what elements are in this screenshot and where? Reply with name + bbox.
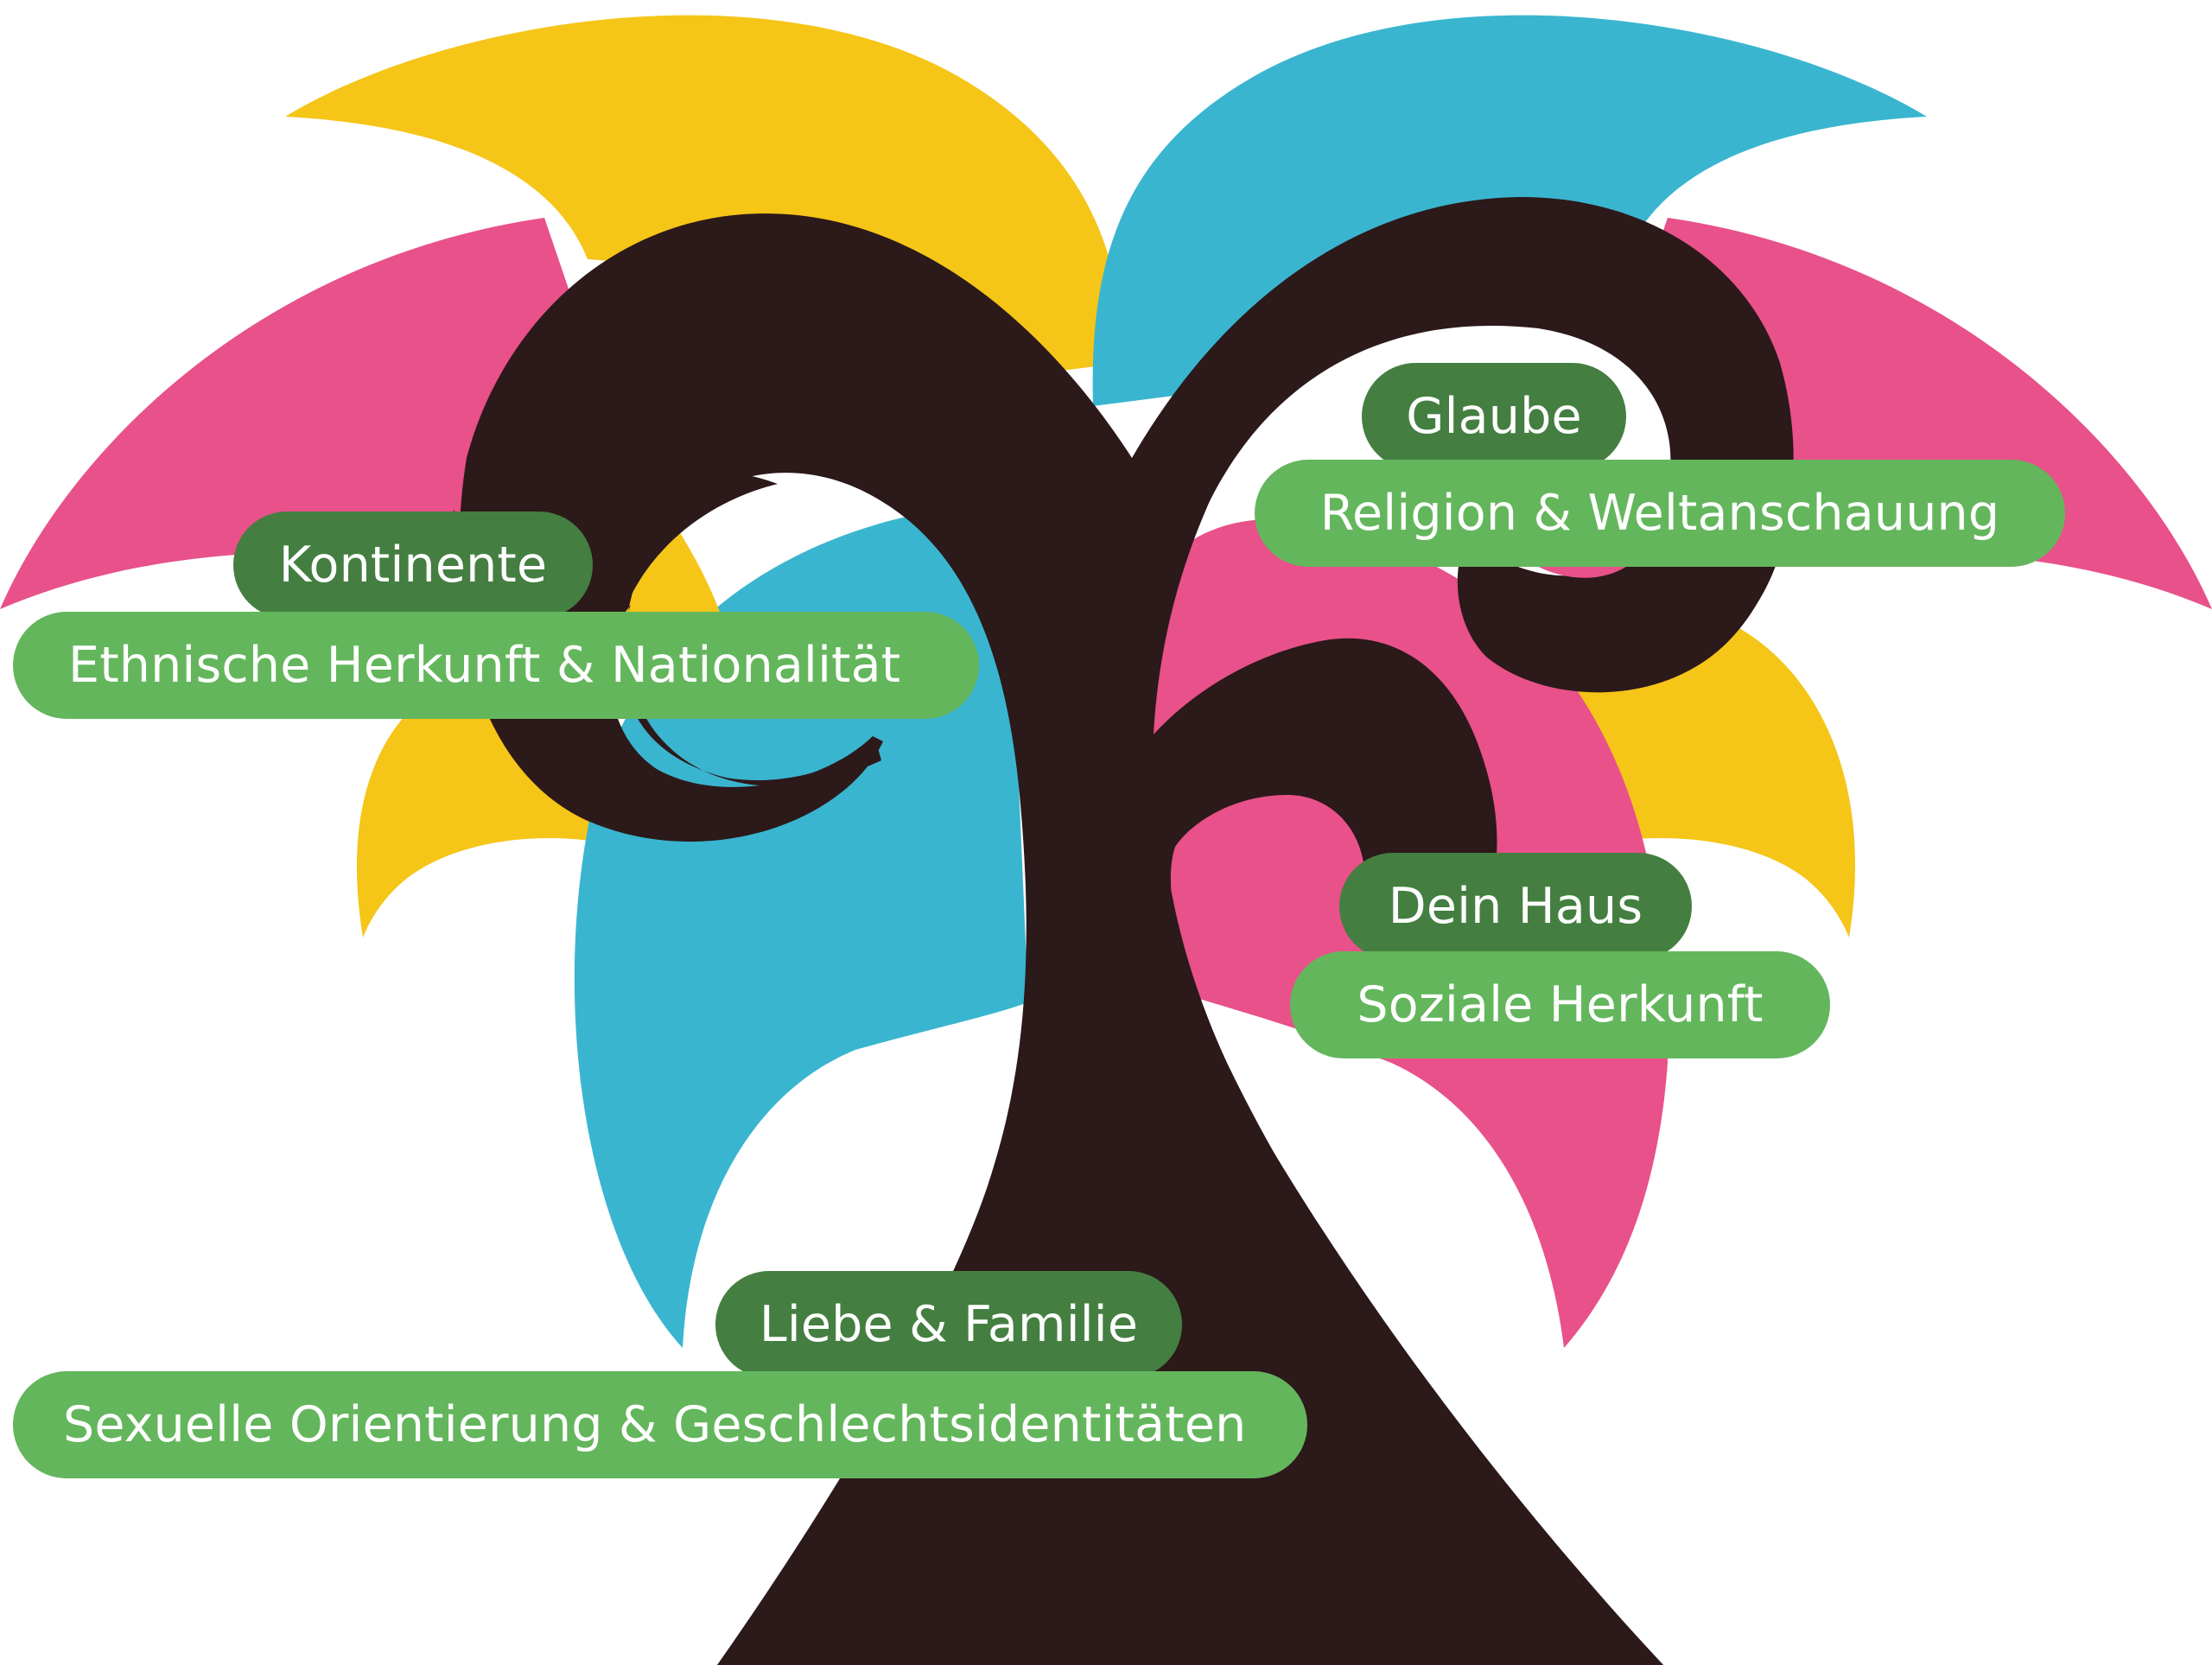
leaf-yellow-right (1573, 622, 1856, 937)
label-dein-haus: Dein Haus (1339, 853, 1692, 960)
label-sexuelle-orientierung: Sexuelle Orientierung & Geschlechtsident… (13, 1371, 1307, 1478)
leaf-blue-center (574, 510, 1028, 1348)
label-soziale-herkunft: Soziale Herkunft (1290, 951, 1830, 1058)
label-glaube: Glaube (1362, 363, 1626, 470)
label-religion: Religion & Weltanschauung (1255, 460, 2065, 567)
branch-right-curl (1465, 276, 1790, 690)
label-liebe-familie: Liebe & Familie (715, 1271, 1182, 1378)
label-kontinente: Kontinente (233, 512, 593, 619)
label-ethnische-herkunft: Ethnische Herkunft & Nationalität (13, 612, 979, 719)
leaf-pink-left (0, 218, 570, 609)
